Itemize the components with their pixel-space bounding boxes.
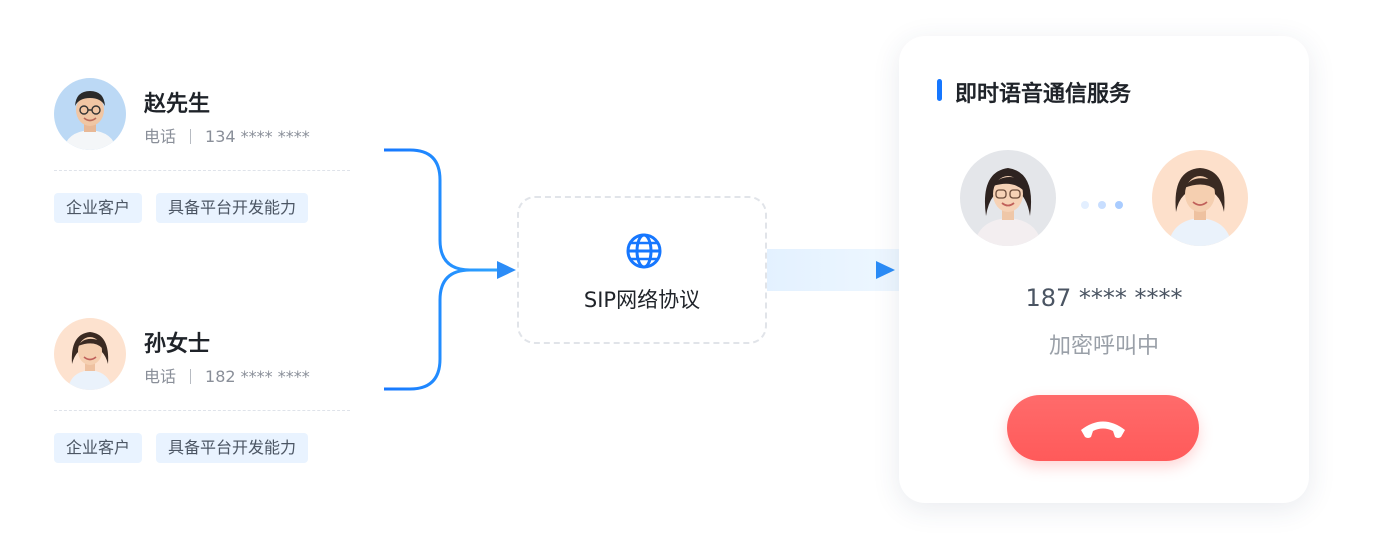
connector-top (384, 148, 500, 272)
dot (1098, 201, 1106, 209)
panel-title: 即时语音通信服务 (955, 82, 1132, 107)
call-number: 187 **** **** (1025, 284, 1183, 312)
sip-protocol-box: SIP网络协议 (517, 196, 767, 344)
call-panel: 即时语音通信服务 187 **** **** 加密呼叫中 (899, 36, 1309, 503)
tag: 具备平台开发能力 (156, 193, 309, 223)
callee-avatar (1152, 150, 1248, 246)
divider (54, 170, 350, 171)
avatar (54, 318, 126, 390)
separator (190, 369, 192, 384)
caller-avatar (960, 150, 1056, 246)
arrow-right-head (876, 261, 895, 279)
tag: 具备平台开发能力 (156, 433, 309, 463)
phone-number: 182 **** **** (205, 367, 310, 386)
separator (190, 129, 192, 144)
phone-hangup-icon (1081, 421, 1125, 438)
tag: 企业客户 (54, 193, 143, 223)
dot (1115, 201, 1123, 209)
phone-label: 电话 (144, 367, 177, 386)
phone-number: 134 **** **** (205, 127, 310, 146)
dot (1081, 201, 1089, 209)
tag-list: 企业客户具备平台开发能力 (54, 193, 322, 223)
call-status: 加密呼叫中 (1048, 334, 1159, 359)
phone-label: 电话 (144, 127, 177, 146)
contact-phone: 电话 134 **** **** (144, 123, 310, 147)
globe-icon (626, 233, 662, 269)
title-accent-bar (937, 79, 942, 101)
contact-name: 赵先生 (144, 92, 211, 117)
contact-phone: 电话 182 **** **** (144, 363, 310, 387)
arrow-left-head (497, 261, 516, 279)
connector-bottom (384, 268, 500, 391)
hangup-button[interactable] (1007, 395, 1199, 461)
tag: 企业客户 (54, 433, 143, 463)
contact-name: 孙女士 (144, 332, 211, 357)
connecting-dots (1081, 194, 1132, 213)
tag-list: 企业客户具备平台开发能力 (54, 433, 322, 463)
protocol-label: SIP网络协议 (583, 288, 701, 312)
avatar (54, 78, 126, 150)
divider (54, 410, 350, 411)
